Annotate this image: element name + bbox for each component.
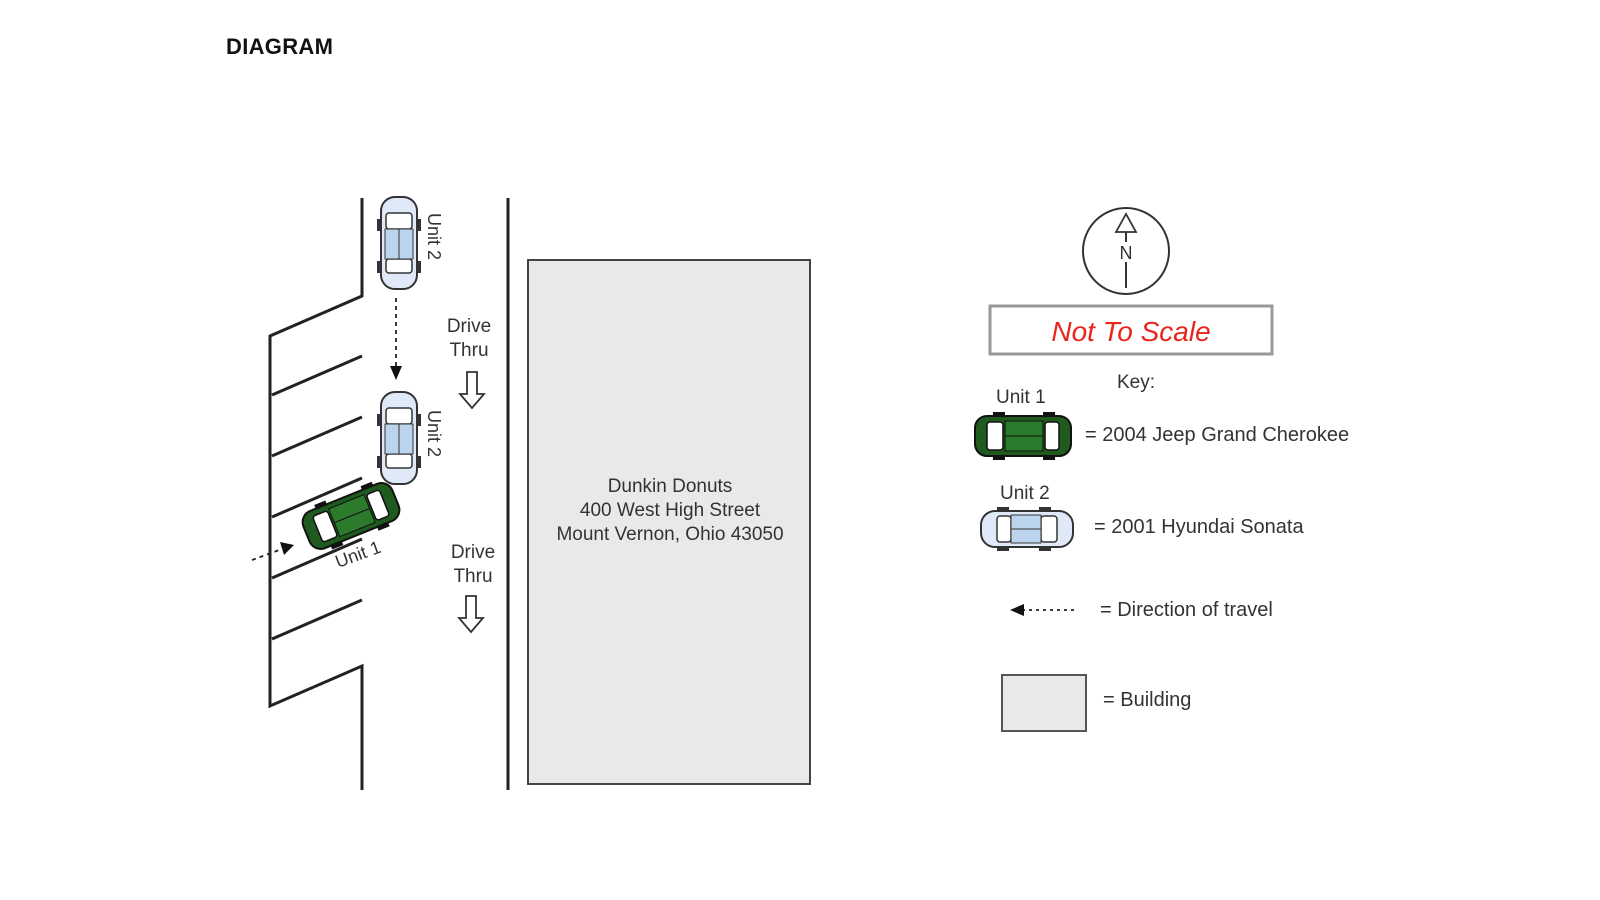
parking-stall-lines [271, 354, 363, 641]
key-building-swatch [1001, 674, 1087, 732]
building-city: Mount Vernon, Ohio 43050 [556, 524, 783, 545]
key-unit1-desc: = 2004 Jeep Grand Cherokee [1085, 424, 1349, 446]
unit2-initial-label: Unit 2 [424, 213, 444, 260]
unit1-direction-arrow-icon [251, 542, 294, 561]
key-unit1-car-icon [974, 411, 1072, 461]
page-title: DIAGRAM [226, 34, 334, 59]
north-compass-icon [1082, 207, 1170, 295]
drive-thru-arrow-icon [458, 595, 484, 633]
key-unit2-label: Unit 2 [1000, 483, 1050, 504]
key-unit2-car-icon [980, 506, 1074, 552]
building-address: 400 West High Street [580, 500, 761, 521]
compass-north-letter: N [1120, 243, 1133, 263]
unit2-initial-car-icon [376, 196, 422, 290]
drive-thru-label-line1: Drive [447, 316, 491, 337]
drive-thru-label-line2: Thru [453, 566, 492, 587]
unit2-direction-arrow-icon [390, 298, 402, 380]
drive-thru-label-line2: Thru [449, 340, 488, 361]
scale-note-text: Not To Scale [1051, 316, 1210, 347]
scale-note-box [988, 304, 1274, 356]
key-direction-desc: = Direction of travel [1100, 599, 1273, 621]
key-title: Key: [1117, 372, 1155, 393]
key-direction-arrow-icon [1010, 604, 1078, 616]
unit2-impact-car-icon [376, 391, 422, 485]
key-unit1-label: Unit 1 [996, 387, 1046, 408]
building [527, 259, 811, 785]
parking-lot [268, 198, 364, 790]
drive-thru-arrow-icon [459, 371, 485, 409]
building-name: Dunkin Donuts [608, 476, 733, 497]
key-building-desc: = Building [1103, 689, 1191, 711]
key-unit2-desc: = 2001 Hyundai Sonata [1094, 516, 1304, 538]
drive-thru-label-line1: Drive [451, 542, 495, 563]
unit2-impact-label: Unit 2 [424, 410, 444, 457]
